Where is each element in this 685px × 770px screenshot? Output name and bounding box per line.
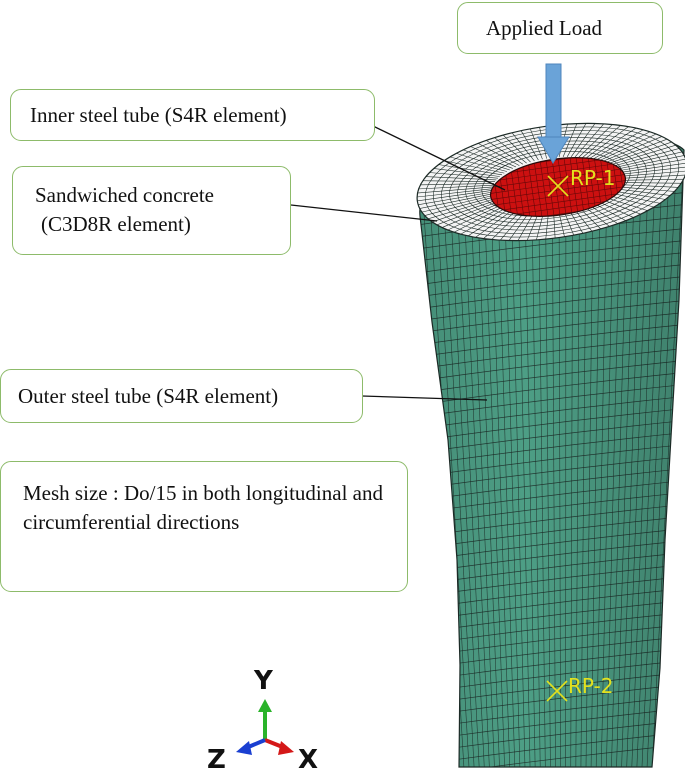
rp1-label: RP-1	[570, 166, 615, 190]
leader-concrete	[290, 204, 438, 222]
concrete-text-line1: Sandwiched concrete	[35, 183, 215, 207]
mesh-size-callout: Mesh size : Do/15 in both longitudinal a…	[0, 461, 408, 592]
inner-tube-callout: Inner steel tube (S4R element)	[10, 89, 375, 141]
leader-inner-tube	[372, 125, 506, 191]
rp1-marker	[547, 175, 569, 197]
axis-triad: Y Z X	[207, 666, 318, 770]
rp2-marker	[546, 680, 568, 702]
mesh-size-text: Mesh size : Do/15 in both longitudinal a…	[23, 481, 383, 535]
applied-load-arrow	[537, 63, 570, 164]
applied-load-text: Applied Load	[486, 16, 603, 40]
outer-tube-text: Outer steel tube (S4R element)	[18, 384, 279, 408]
x-axis-label: X	[298, 745, 318, 770]
inner-tube-text: Inner steel tube (S4R element)	[30, 103, 287, 127]
applied-load-callout: Applied Load	[457, 2, 663, 54]
leader-lines	[290, 125, 506, 401]
concrete-text-line2: (C3D8R element)	[41, 212, 191, 237]
z-axis-head	[236, 741, 252, 755]
y-axis-label: Y	[253, 666, 274, 696]
leader-outer-tube	[361, 395, 488, 401]
y-axis-head	[258, 699, 272, 712]
x-axis-head	[278, 741, 294, 755]
z-axis-label: Z	[207, 745, 226, 770]
rp2-label: RP-2	[568, 674, 613, 698]
outer-tube-callout: Outer steel tube (S4R element)	[0, 369, 363, 423]
concrete-callout: Sandwiched concrete (C3D8R element)	[12, 166, 291, 255]
